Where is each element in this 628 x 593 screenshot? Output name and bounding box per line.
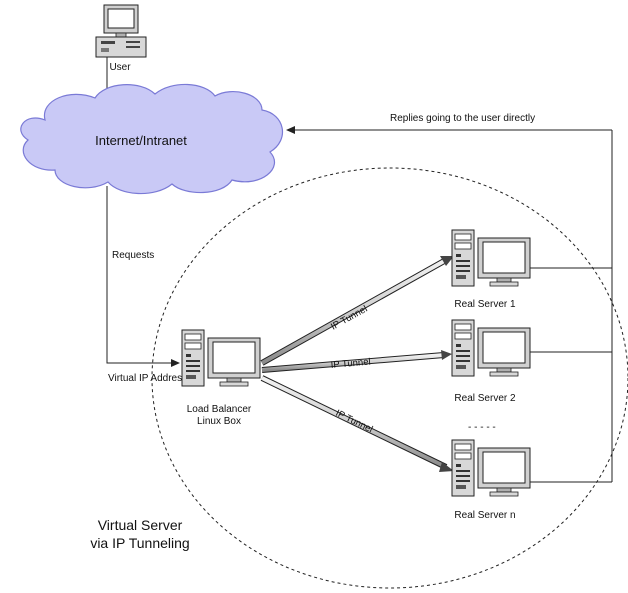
tunnel-label-rs2: IP Tunnel [330, 357, 371, 371]
requests-label: Requests [112, 250, 154, 261]
user-label: User [109, 62, 131, 73]
cloud-label: Internet/Intranet [95, 133, 187, 148]
virtual-server-boundary [151, 167, 628, 589]
caption-line2: via IP Tunneling [90, 535, 189, 551]
requests-arrow-head [171, 359, 180, 367]
internet-cloud-icon [20, 83, 284, 195]
rs1-label: Real Server 1 [454, 299, 516, 310]
tunnel-to-rs1 [260, 256, 454, 366]
caption-line1: Virtual Server [98, 517, 183, 533]
lb-label-line1: Load Balancer [187, 404, 252, 415]
servers-ellipsis: - - - - - [468, 422, 496, 433]
lb-label-line2: Linux Box [197, 416, 241, 427]
rsn-label: Real Server n [454, 510, 515, 521]
real-server-n-computer-icon [451, 439, 531, 497]
tunnel-to-rs2 [261, 350, 452, 373]
real-server-1-computer-icon [451, 229, 531, 287]
requests-line [106, 186, 172, 364]
real-server-2-computer-icon [451, 319, 531, 377]
replies-arrow-head [286, 126, 295, 134]
tunnel-to-rsn [260, 375, 454, 472]
tunnel-label-rsn: IP Tunnel [334, 408, 375, 435]
user-computer-icon [95, 4, 147, 58]
rs2-label: Real Server 2 [454, 393, 516, 404]
tunnel-label-rs1: IP Tunnel [329, 304, 369, 333]
replies-label: Replies going to the user directly [390, 113, 535, 124]
vip-label: Virtual IP Address [108, 373, 187, 384]
load-balancer-computer-icon [181, 329, 261, 387]
